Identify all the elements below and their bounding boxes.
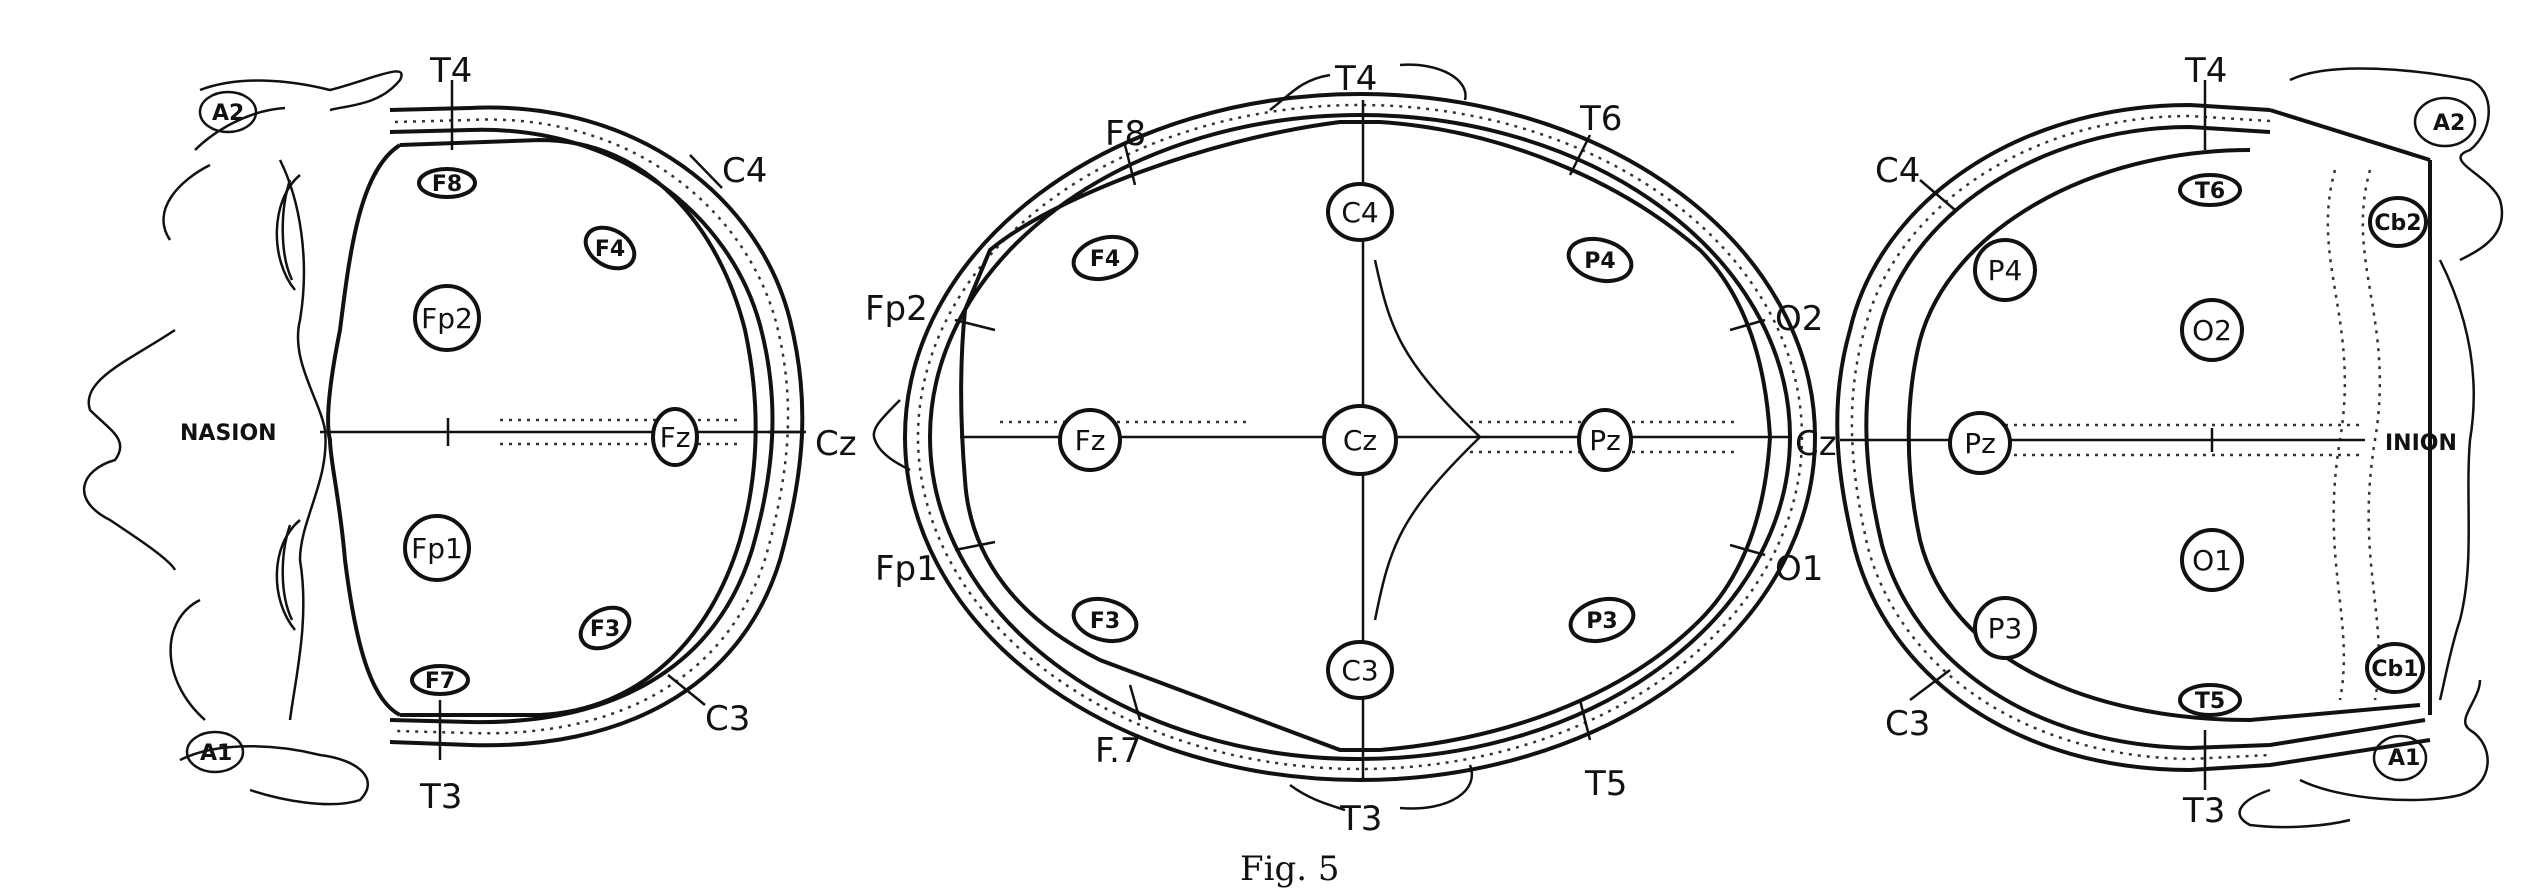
label-a2: A2 (212, 101, 244, 126)
electrode-label: P3 (1586, 609, 1617, 634)
electrode-label: F8 (432, 172, 462, 197)
label-t3: T3 (1339, 799, 1382, 839)
electrode-pz: Pz (1577, 408, 1633, 472)
label-fp2: Fp2 (865, 289, 928, 329)
electrode-label: C4 (1341, 196, 1378, 229)
label-a1: A1 (2388, 746, 2420, 771)
label-t6: T6 (1579, 99, 1622, 139)
label-f7: F.7 (1095, 731, 1142, 771)
label-t3: T3 (419, 777, 462, 817)
electrode-label: F4 (1090, 247, 1120, 272)
label-c4: C4 (722, 151, 767, 191)
electrode-f4: F4 (583, 225, 637, 271)
label-fp1: Fp1 (875, 549, 938, 589)
electrode-label: Fz (660, 421, 691, 454)
electrode-f8: F8 (417, 167, 477, 199)
electrode-fp2: Fp2 (413, 284, 481, 352)
electrode-label: F4 (595, 237, 625, 262)
electrode-p4: P4 (1566, 236, 1634, 284)
label-t5: T5 (1584, 764, 1627, 804)
figure-caption: Fig. 5 (1240, 849, 1339, 889)
electrode-label: Cb2 (2374, 211, 2421, 236)
electrode-p4: P4 (1973, 238, 2037, 302)
electrode-label: Fz (1075, 424, 1106, 457)
electrode-label: F3 (1090, 609, 1120, 634)
electrode-t5: T5 (2178, 683, 2242, 717)
label-t4: T4 (2184, 51, 2227, 91)
label-t4: T4 (429, 51, 472, 91)
label-nasion: NASION (180, 421, 277, 446)
electrode-f7: F7 (410, 664, 470, 696)
electrode-label: F7 (425, 669, 455, 694)
label-o1: O1 (1775, 549, 1823, 589)
electrode-label: Fp2 (421, 302, 473, 335)
label-cz: Cz (1795, 424, 1837, 464)
electrode-t6: T6 (2178, 173, 2242, 207)
electrode-o2: O2 (2180, 298, 2244, 362)
electrode-cb1: Cb1 (2365, 642, 2425, 694)
label-c3: C3 (1885, 704, 1930, 744)
label-t4: T4 (1334, 59, 1377, 99)
electrode-label: T5 (2195, 689, 2225, 714)
left-head-view: T4 T3 C4 C3 Cz NASION A2 A1 F8 F4 Fp2 Fz… (82, 51, 857, 817)
electrode-p3: P3 (1973, 596, 2037, 660)
electrode-label: C3 (1341, 654, 1378, 687)
electrode-fz: Fz (1058, 408, 1122, 472)
label-a2: A2 (2433, 111, 2465, 136)
electrode-fp1: Fp1 (403, 514, 471, 582)
label-cz: Cz (815, 424, 857, 464)
label-t3: T3 (2182, 791, 2225, 831)
label-c3: C3 (705, 699, 750, 739)
label-f8: F8 (1105, 114, 1146, 154)
electrode-label: Fp1 (411, 532, 463, 565)
electrode-f4: F4 (1071, 234, 1139, 282)
electrode-o1: O1 (2180, 528, 2244, 592)
electrode-label: T6 (2195, 179, 2225, 204)
electrode-f3: F3 (578, 605, 632, 651)
right-head-view: T4 C4 C3 T3 Cz INION A2 A1 T6 Cb2 P4 O2 … (1795, 51, 2504, 831)
label-o2: O2 (1775, 299, 1823, 339)
label-a1: A1 (200, 741, 232, 766)
label-inion: INION (2385, 431, 2457, 456)
electrode-label: Pz (1964, 427, 1996, 460)
electrode-p3: P3 (1568, 596, 1636, 644)
electrode-cz: Cz (1322, 404, 1398, 476)
electrode-label: Cb1 (2371, 657, 2418, 682)
label-c4: C4 (1875, 151, 1920, 191)
electrode-c3: C3 (1326, 640, 1394, 700)
electrode-c4: C4 (1326, 182, 1394, 242)
electrode-cb2: Cb2 (2368, 196, 2428, 248)
electrode-label: P4 (1988, 254, 2023, 287)
electrode-label: O1 (2192, 544, 2232, 577)
electrode-label: F3 (590, 617, 620, 642)
electrode-pz: Pz (1948, 411, 2012, 475)
electrode-label: Pz (1589, 424, 1621, 457)
electrode-label: P3 (1988, 612, 2023, 645)
electrode-fz: Fz (651, 407, 699, 467)
center-head-view: T4 T3 F8 T6 Fp2 O2 Fp1 O1 F.7 T5 C4 F4 P… (865, 59, 1823, 839)
electrode-f3: F3 (1071, 596, 1139, 644)
electrode-label: Cz (1343, 424, 1377, 457)
electrode-label: O2 (2192, 314, 2232, 347)
electrode-label: P4 (1584, 249, 1615, 274)
